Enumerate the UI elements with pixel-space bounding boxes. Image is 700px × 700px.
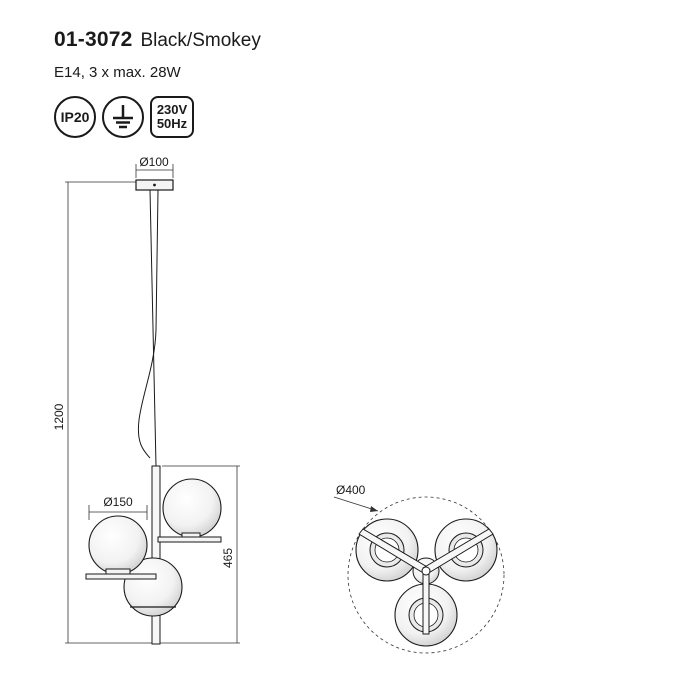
left-globe <box>85 515 157 580</box>
upper-globe <box>157 478 222 543</box>
top-view-arms <box>358 528 494 635</box>
body-height-label: 465 <box>221 548 235 568</box>
top-view: Ø400 <box>333 483 505 654</box>
height-label: 1200 <box>52 403 66 430</box>
voltage-label: 230V <box>156 102 188 117</box>
spread-circle <box>347 496 505 654</box>
height-dimension <box>65 181 155 644</box>
product-header: 01-3072 Black/Smokey <box>54 28 261 52</box>
certification-badges: IP20 230V 50Hz <box>54 96 194 138</box>
canopy-diameter-label: Ø100 <box>139 155 169 169</box>
ceiling-canopy <box>135 164 174 191</box>
side-view: 1200 Ø100 <box>52 155 240 645</box>
ip-rating-label: IP20 <box>60 109 90 125</box>
globe-diameter-label: Ø150 <box>103 495 133 509</box>
ground-icon <box>102 96 144 138</box>
product-color: Black/Smokey <box>140 30 261 51</box>
central-stem <box>151 465 161 645</box>
ip-rating-badge: IP20 <box>54 96 96 138</box>
globe-dimension <box>88 505 148 520</box>
body-height-dimension <box>160 465 240 644</box>
back-globe <box>123 557 183 617</box>
suspension-cable <box>137 189 159 467</box>
frequency-label: 50Hz <box>156 116 188 131</box>
product-code: 01-3072 <box>54 28 133 51</box>
product-spec: E14, 3 x max. 28W <box>54 64 181 81</box>
spread-diameter-label: Ø400 <box>336 483 366 497</box>
voltage-badge: 230V 50Hz <box>150 96 194 138</box>
